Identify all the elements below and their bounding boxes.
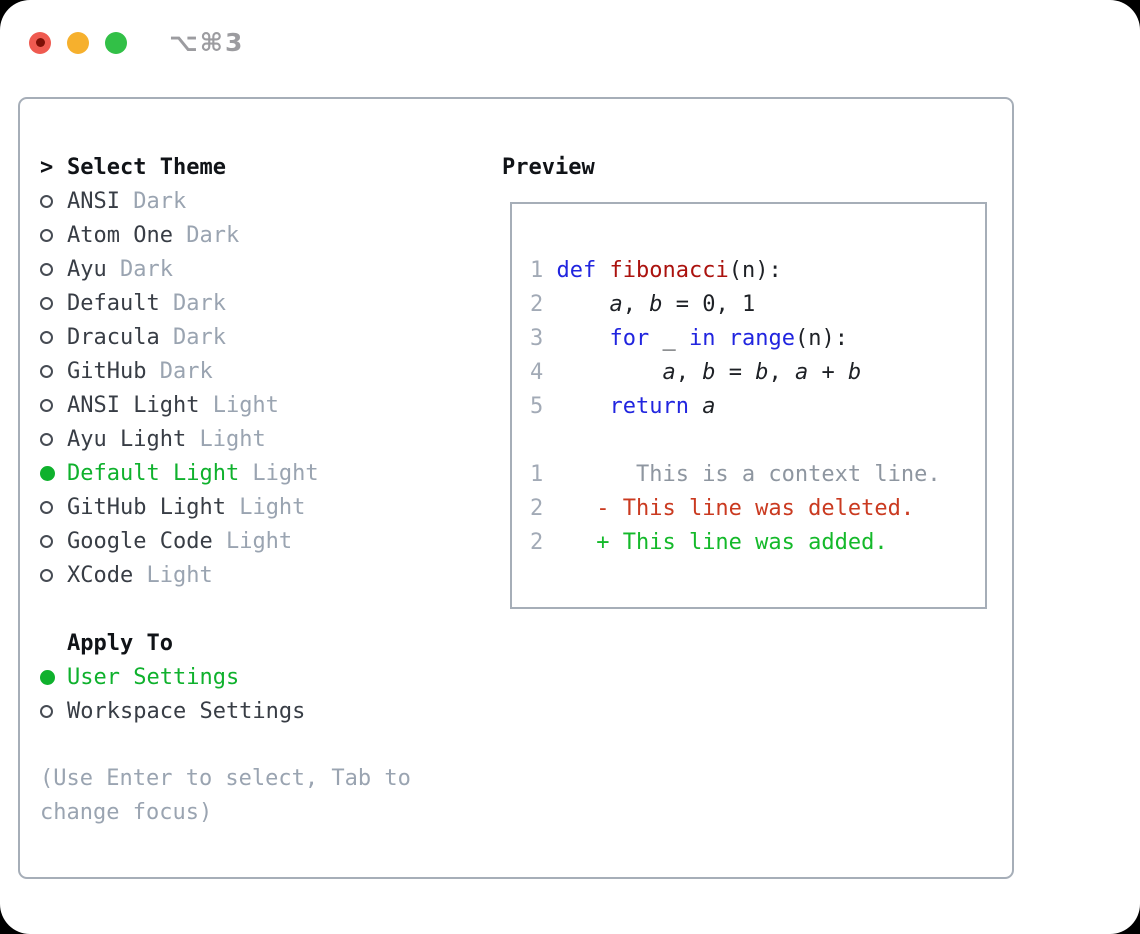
theme-option-ayu-light[interactable]: Ayu Light Light bbox=[40, 422, 319, 456]
code-line: 3 for _ in range(n): bbox=[530, 326, 848, 351]
prompt-marker: > bbox=[40, 155, 67, 180]
preview-box: 1 def fibonacci(n): 2 a, b = 0, 1 3 for _ … bbox=[510, 202, 987, 609]
option-label: XCode bbox=[67, 562, 134, 588]
option-variant-label: Light bbox=[199, 392, 279, 418]
radio-unselected-icon bbox=[40, 262, 67, 276]
window-shortcut-label: ⌥⌘3 bbox=[169, 28, 245, 57]
apply-option-user-settings[interactable]: User Settings bbox=[40, 660, 305, 694]
option-variant-label: Light bbox=[239, 460, 319, 486]
theme-option-ansi[interactable]: ANSI Dark bbox=[40, 184, 319, 218]
select-theme-title: Select Theme bbox=[67, 154, 226, 180]
theme-option-atom-one[interactable]: Atom One Dark bbox=[40, 218, 319, 252]
radio-unselected-icon bbox=[40, 330, 67, 344]
theme-option-github-light[interactable]: GitHub Light Light bbox=[40, 490, 319, 524]
radio-selected-icon bbox=[40, 669, 67, 685]
preview-header: Preview bbox=[502, 150, 595, 184]
radio-unselected-icon bbox=[40, 398, 67, 412]
option-variant-label: Dark bbox=[119, 188, 187, 214]
option-label: GitHub bbox=[67, 358, 147, 384]
radio-unselected-icon bbox=[40, 704, 67, 718]
radio-unselected-icon bbox=[40, 568, 67, 582]
theme-option-ayu[interactable]: Ayu Dark bbox=[40, 252, 319, 286]
code-line: 2 + This line was added. bbox=[530, 530, 888, 555]
theme-option-xcode[interactable]: XCode Light bbox=[40, 558, 319, 592]
option-label: ANSI Light bbox=[67, 392, 200, 418]
caret-icon: > bbox=[40, 154, 54, 180]
theme-option-dracula[interactable]: Dracula Dark bbox=[40, 320, 319, 354]
theme-option-ansi-light[interactable]: ANSI Light Light bbox=[40, 388, 319, 422]
radio-selected-icon bbox=[40, 465, 67, 481]
option-variant-label: Dark bbox=[146, 358, 213, 384]
apply-to-header: Apply To bbox=[40, 626, 305, 660]
apply-option-workspace-settings[interactable]: Workspace Settings bbox=[40, 694, 305, 728]
select-theme-header: > Select Theme bbox=[40, 150, 319, 184]
option-variant-label: Dark bbox=[106, 256, 173, 282]
option-label: Default Light bbox=[67, 460, 240, 486]
radio-unselected-icon bbox=[40, 194, 67, 208]
titlebar: ⌥⌘3 bbox=[29, 28, 244, 57]
radio-unselected-icon bbox=[40, 500, 67, 514]
code-line: 5 return a bbox=[530, 394, 716, 419]
theme-option-default-light[interactable]: Default Light Light bbox=[40, 456, 319, 490]
option-label: Ayu bbox=[67, 256, 107, 282]
preview-title: Preview bbox=[502, 154, 595, 180]
radio-unselected-icon bbox=[40, 534, 67, 548]
option-variant-label: Dark bbox=[159, 290, 226, 316]
radio-unselected-icon bbox=[40, 296, 67, 310]
option-label: Google Code bbox=[67, 528, 213, 554]
option-label: Workspace Settings bbox=[67, 698, 306, 724]
code-line: 1 def fibonacci(n): bbox=[530, 258, 782, 283]
radio-unselected-icon bbox=[40, 432, 67, 446]
option-variant-label: Dark bbox=[159, 324, 226, 350]
close-dot-icon bbox=[35, 38, 45, 47]
option-variant-label: Light bbox=[186, 426, 266, 452]
option-label: ANSI bbox=[67, 188, 120, 214]
minimize-button[interactable] bbox=[67, 31, 89, 54]
code-line: 1 This is a context line. bbox=[530, 462, 941, 487]
option-label: Dracula bbox=[67, 324, 160, 350]
code-line bbox=[530, 424, 985, 458]
code-line: 4 a, b = b, a + b bbox=[530, 360, 862, 385]
theme-option-google-code[interactable]: Google Code Light bbox=[40, 524, 319, 558]
option-variant-label: Dark bbox=[172, 222, 240, 248]
option-variant-label: Light bbox=[225, 494, 306, 520]
radio-unselected-icon bbox=[40, 228, 67, 242]
code-line: 2 - This line was deleted. bbox=[530, 496, 915, 521]
option-label: Atom One bbox=[67, 222, 173, 248]
option-variant-label: Light bbox=[133, 562, 213, 588]
maximize-button[interactable] bbox=[105, 31, 127, 54]
theme-option-github[interactable]: GitHub Dark bbox=[40, 354, 319, 388]
apply-to-title: Apply To bbox=[67, 630, 173, 656]
option-label: Ayu Light bbox=[67, 426, 187, 452]
option-label: Default bbox=[67, 290, 160, 316]
theme-option-default[interactable]: Default Dark bbox=[40, 286, 319, 320]
option-label: GitHub Light bbox=[67, 494, 226, 520]
help-text: (Use Enter to select, Tab to change focu… bbox=[40, 766, 411, 825]
option-variant-label: Light bbox=[212, 528, 293, 554]
code-preview: 1 def fibonacci(n): 2 a, b = 0, 1 3 for _ … bbox=[530, 254, 985, 560]
code-line: 2 a, b = 0, 1 bbox=[530, 292, 756, 317]
option-label: User Settings bbox=[67, 664, 240, 690]
radio-unselected-icon bbox=[40, 364, 67, 378]
close-button[interactable] bbox=[29, 31, 51, 54]
